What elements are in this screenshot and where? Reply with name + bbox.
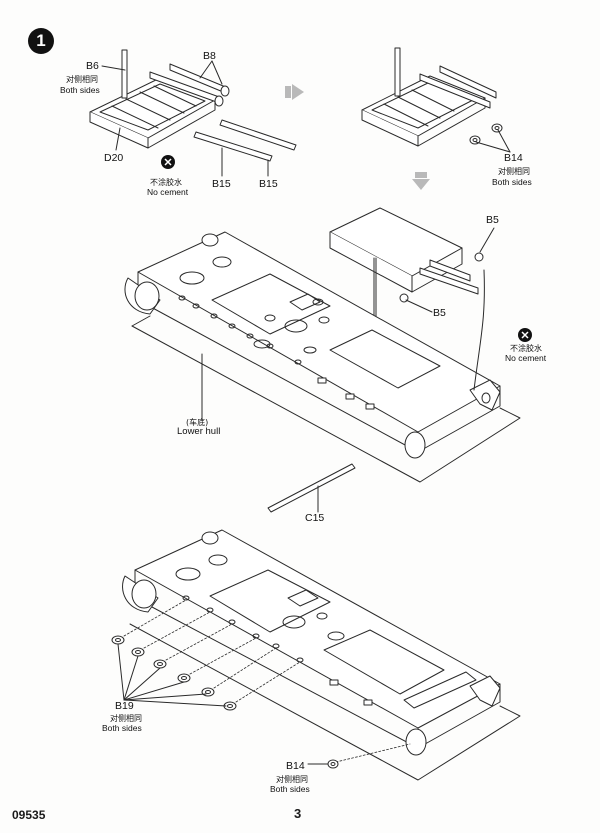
part-label-b19: B19 (115, 700, 134, 712)
lower-hull-label: Lower hull (177, 426, 221, 437)
tray-d20-subassembly (89, 49, 297, 177)
both-sides-cn: 对侧相同 (110, 714, 142, 723)
no-cement-icon (161, 155, 175, 169)
part-label-b5: B5 (433, 307, 446, 319)
product-code: 09535 (12, 808, 46, 822)
part-label-b5: B5 (486, 214, 499, 226)
no-cement-icon (518, 328, 532, 342)
both-sides-en: Both sides (270, 784, 310, 794)
part-label-d20: D20 (104, 152, 124, 164)
part-label-b14: B14 (504, 152, 523, 164)
right-arrow-icon (285, 84, 304, 100)
lower-hull-drawing (124, 207, 521, 513)
part-label-b8: B8 (203, 50, 216, 62)
both-sides-en: Both sides (60, 85, 100, 95)
both-sides-cn: 对侧相同 (498, 167, 530, 176)
no-cement-en: No cement (147, 187, 189, 197)
tray-b14-subassembly (361, 47, 511, 153)
both-sides-cn: 对侧相同 (66, 75, 98, 84)
page-number: 3 (294, 806, 302, 821)
part-label-b6: B6 (86, 60, 99, 72)
part-label-b15: B15 (212, 178, 231, 190)
both-sides-en: Both sides (492, 177, 532, 187)
both-sides-en: Both sides (102, 723, 142, 733)
part-label-b14: B14 (286, 760, 305, 772)
lower-hull-cn: (车底) (186, 418, 209, 427)
down-arrow-icon (412, 172, 430, 190)
step-number-badge: 1 (28, 28, 54, 54)
part-label-c15: C15 (305, 512, 325, 524)
lower-hull-bottom-drawing (111, 529, 521, 781)
no-cement-en: No cement (505, 353, 547, 363)
part-label-b15: B15 (259, 178, 278, 190)
both-sides-cn: 对侧相同 (276, 775, 308, 784)
no-cement-cn: 不涂胶水 (150, 178, 182, 187)
no-cement-cn: 不涂胶水 (510, 344, 542, 353)
